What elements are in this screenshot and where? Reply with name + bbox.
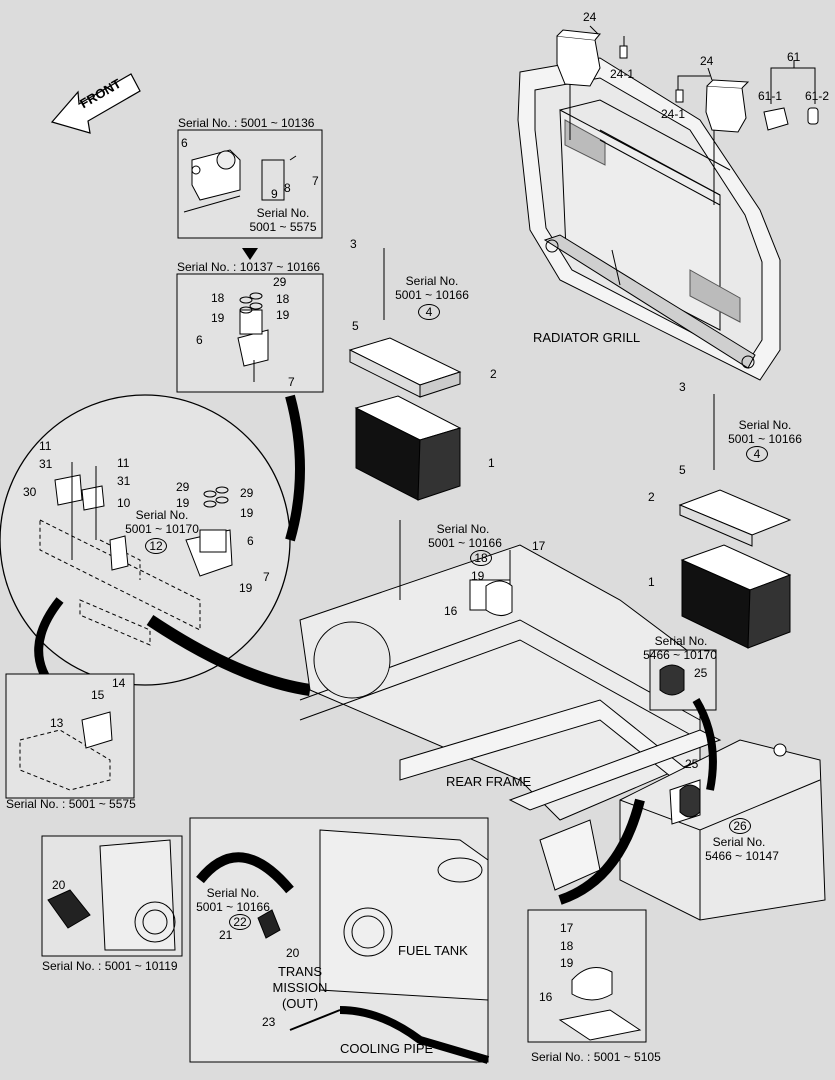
part-number: 17	[532, 539, 546, 553]
part-number: 29	[240, 486, 254, 500]
radiator-grill-drawing	[517, 57, 781, 381]
part-number: 24-1	[610, 67, 635, 81]
serial-label: Serial No. : 5001 ~ 5105	[531, 1050, 661, 1064]
part-number: 19	[471, 569, 485, 583]
part-number: 29	[176, 480, 190, 494]
part-number: 19	[276, 308, 290, 322]
part-number: 2	[490, 367, 497, 381]
part-number: 19	[560, 956, 574, 970]
serial-label: 5001 ~ 5575	[249, 220, 317, 234]
part-number: 5	[679, 463, 686, 477]
part-number-circled: 26	[729, 818, 751, 834]
part-number: 11	[39, 439, 52, 453]
trans-label-3: (OUT)	[281, 996, 319, 1011]
part-number: 1	[648, 575, 655, 589]
serial-label: Serial No.	[436, 522, 490, 536]
serial-label: Serial No.	[256, 206, 310, 220]
battery-right-icon	[678, 394, 792, 649]
serial-label: Serial No. : 5001 ~ 5575	[6, 797, 136, 811]
part-number: 61	[787, 50, 801, 64]
serial-label: 5466 ~ 10147	[705, 849, 779, 863]
serial-label: 5001 ~ 10166	[196, 900, 270, 914]
part-number: 31	[117, 474, 131, 488]
part-number: 18	[560, 939, 574, 953]
part-number: 31	[39, 457, 53, 471]
front-arrow-icon	[50, 73, 141, 134]
part-number: 18	[211, 291, 225, 305]
part-number: 17	[560, 921, 574, 935]
part-number-circled: 4	[418, 304, 440, 320]
part-number: 19	[239, 581, 253, 595]
serial-label: Serial No.	[712, 835, 766, 849]
part-number: 25	[685, 757, 699, 771]
serial-label: Serial No.	[206, 886, 260, 900]
part-number: 7	[288, 375, 295, 389]
part-number: 7	[263, 570, 270, 584]
part-number: 6	[181, 136, 188, 150]
part-number: 29	[273, 275, 287, 289]
part-number: 9	[271, 187, 278, 201]
serial-label: Serial No.	[135, 508, 189, 522]
part-number: 11	[117, 456, 130, 470]
serial-label: Serial No.	[405, 274, 459, 288]
serial-label: Serial No. : 5001 ~ 10119	[42, 959, 178, 973]
part-number: 19	[211, 311, 225, 325]
part-number: 1	[488, 456, 495, 470]
battery-left-icon	[348, 248, 462, 501]
part-number: 21	[219, 928, 233, 942]
part-number-circled: 12	[145, 538, 167, 554]
part-number: 24-1	[661, 107, 686, 121]
serial-label: 5001 ~ 10166	[428, 536, 502, 550]
serial-label: 5001 ~ 10166	[728, 432, 802, 446]
trans-label-2: MISSION	[272, 980, 328, 995]
part-number: 61-2	[805, 89, 830, 103]
part-number: 14	[112, 676, 126, 690]
part-number: 7	[312, 174, 319, 188]
part-number: 6	[196, 333, 203, 347]
part-number: 6	[247, 534, 254, 548]
part-number: 30	[23, 485, 37, 499]
serial-label: 5001 ~ 10166	[395, 288, 469, 302]
part-number: 13	[50, 716, 64, 730]
part-number-circled: 18	[470, 550, 492, 566]
part-number: 61-1	[758, 89, 783, 103]
part-number: 16	[539, 990, 553, 1004]
part-number: 19	[240, 506, 254, 520]
part-number: 5	[352, 319, 359, 333]
part-number: 20	[286, 946, 300, 960]
part-number: 23	[262, 1015, 276, 1029]
horn-icon	[485, 580, 513, 616]
arrow-down-icon	[242, 248, 258, 260]
part-number-circled: 4	[746, 446, 768, 462]
serial-label: Serial No.	[654, 634, 708, 648]
serial-label: Serial No. : 10137 ~ 10166	[177, 260, 321, 274]
part-number: 24	[700, 54, 714, 68]
part-number: 8	[284, 181, 291, 195]
serial-label: 5466 ~ 10170	[643, 648, 717, 662]
part-number: 19	[176, 496, 190, 510]
part-number: 16	[444, 604, 458, 618]
part-number: 15	[91, 688, 105, 702]
serial-label: 5001 ~ 10170	[125, 522, 199, 536]
part-number: 2	[648, 490, 655, 504]
part-number: 3	[350, 237, 357, 251]
serial-label: Serial No. : 5001 ~ 10136	[178, 116, 315, 130]
part-number: 10	[117, 496, 131, 510]
serial-label: Serial No.	[738, 418, 792, 432]
part-number-circled: 22	[229, 914, 251, 930]
work-lamp-icon	[556, 25, 819, 133]
part-number: 25	[694, 666, 708, 680]
part-number: 20	[52, 878, 66, 892]
part-number: 24	[583, 10, 597, 24]
radiator-grill-label: RADIATOR GRILL	[533, 330, 641, 345]
fuel-tank-label: FUEL TANK	[398, 943, 468, 958]
cooling-pipe-label: COOLING PIPE	[340, 1041, 434, 1056]
part-number: 3	[679, 380, 686, 394]
part-number: 18	[276, 292, 290, 306]
trans-label-1: TRANS	[277, 964, 323, 979]
rear-frame-label: REAR FRAME	[446, 774, 532, 789]
